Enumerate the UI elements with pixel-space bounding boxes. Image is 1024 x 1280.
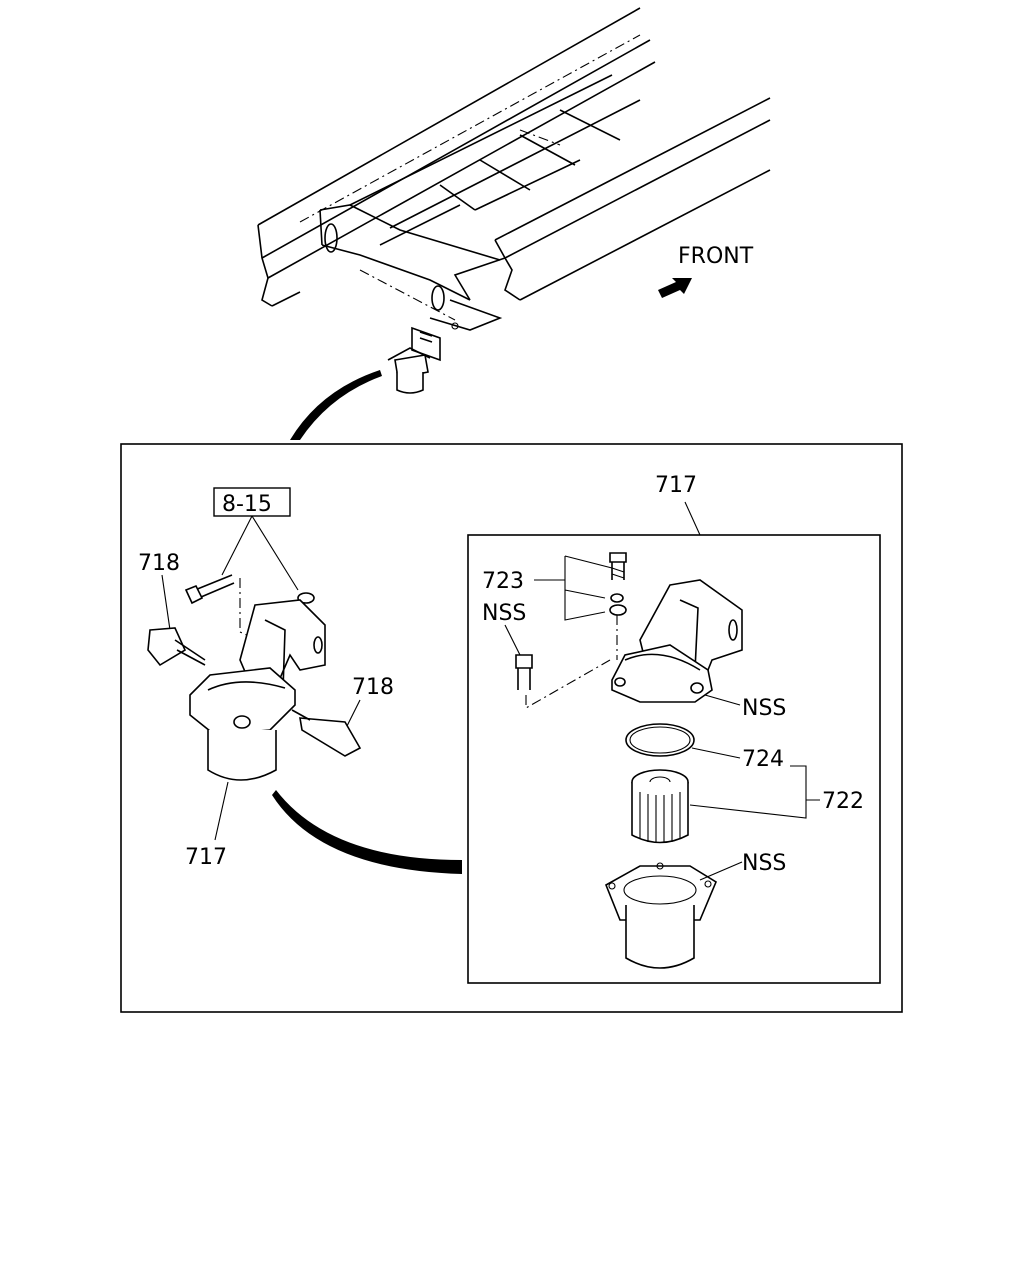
fuel-filter-assembled	[147, 627, 362, 781]
callout-724: 724	[742, 747, 784, 772]
filter-bowl	[604, 862, 718, 969]
o-ring-724	[625, 723, 695, 757]
callout-717-assembly: 717	[185, 845, 227, 870]
mount-bolt-assembled	[184, 574, 235, 605]
detail-leader-top	[290, 370, 382, 440]
callout-722: 722	[822, 789, 864, 814]
exploded-title-717: 717	[655, 473, 697, 498]
filter-location-thumbnail	[387, 322, 459, 394]
detail-frame	[120, 443, 903, 1013]
filter-head-exploded	[611, 579, 743, 703]
front-direction-label: FRONT	[678, 244, 754, 269]
mount-bolt-nss	[515, 654, 533, 690]
front-arrow-icon	[658, 278, 692, 298]
filter-element-722	[631, 769, 689, 844]
callout-nss-mount-bolt: NSS	[482, 601, 526, 626]
callout-nss-filter-head: NSS	[742, 696, 786, 721]
chassis-frame	[257, 7, 771, 331]
callout-nss-bowl: NSS	[742, 851, 786, 876]
ref-label: 8-15	[222, 492, 272, 517]
detail-leader-bottom	[272, 790, 462, 874]
callout-723: 723	[482, 569, 524, 594]
callout-718-left: 718	[138, 551, 180, 576]
exploded-frame	[467, 534, 881, 984]
callout-718-right: 718	[352, 675, 394, 700]
ref-box-8-15	[213, 487, 291, 517]
bolt-723	[609, 552, 627, 580]
